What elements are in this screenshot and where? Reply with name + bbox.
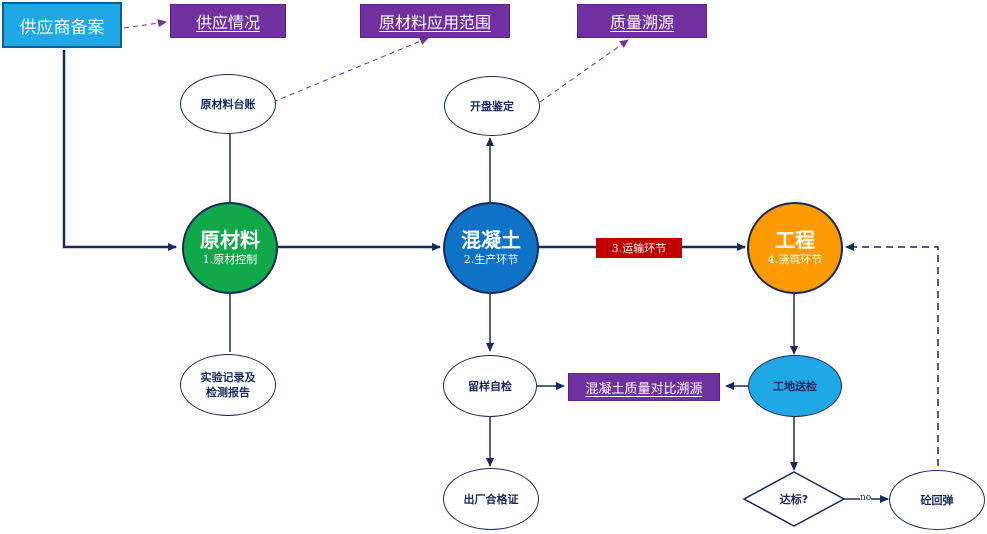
tag-quality-trace[interactable]: 质量溯源	[577, 4, 707, 38]
ledger-to-scope-dashed	[272, 37, 429, 103]
node-opening-label: 开盘鉴定	[470, 99, 514, 113]
node-opening: 开盘鉴定	[444, 76, 540, 136]
tag-compare-trace[interactable]: 混凝土质量对比溯源	[568, 373, 720, 401]
node-rebound: 砼回弹	[889, 470, 985, 530]
node-raw-title: 原材料	[200, 228, 260, 252]
node-sample: 留样自检	[443, 355, 537, 417]
node-site-check: 工地送检	[748, 355, 842, 417]
supplier-to-raw-line	[62, 50, 177, 251]
node-rebound-label: 砼回弹	[920, 493, 954, 507]
node-lab-record-line1: 实验记录及	[200, 371, 256, 384]
rebound-to-project-dashed	[845, 243, 939, 466]
node-cert: 出厂合格证	[443, 468, 539, 530]
node-site-check-label: 工地送检	[773, 379, 817, 393]
tag-supply[interactable]: 供应情况	[170, 4, 286, 38]
node-concrete: 混凝土 2.生产环节	[443, 202, 539, 294]
node-sample-label: 留样自检	[468, 379, 512, 393]
node-concrete-title: 混凝土	[461, 228, 521, 252]
supplier-to-supply-dashed	[123, 19, 167, 29]
supplier-box: 供应商备案	[2, 2, 122, 48]
node-raw-material: 原材料 1.原材控制	[182, 202, 278, 294]
meets-diamond	[742, 471, 846, 527]
node-project-sub: 4.浇筑环节	[767, 253, 823, 266]
node-lab-record: 实验记录及 检测报告	[180, 354, 276, 416]
meets-label: 达标?	[779, 493, 809, 506]
opening-to-trace-dashed	[539, 39, 629, 103]
node-ledger: 原材料台账	[180, 74, 276, 134]
node-project: 工程 4.浇筑环节	[747, 202, 843, 294]
node-lab-record-line2: 检测报告	[206, 386, 250, 399]
node-project-title: 工程	[775, 228, 815, 252]
node-ledger-label: 原材料台账	[200, 97, 256, 111]
transport-label: 3.运输环节	[596, 238, 682, 258]
tag-material-scope[interactable]: 原材料应用范围	[360, 4, 510, 38]
node-raw-sub: 1.原材控制	[202, 253, 258, 266]
no-label: no	[860, 493, 872, 503]
node-cert-label: 出厂合格证	[463, 492, 519, 506]
node-concrete-sub: 2.生产环节	[463, 253, 519, 266]
